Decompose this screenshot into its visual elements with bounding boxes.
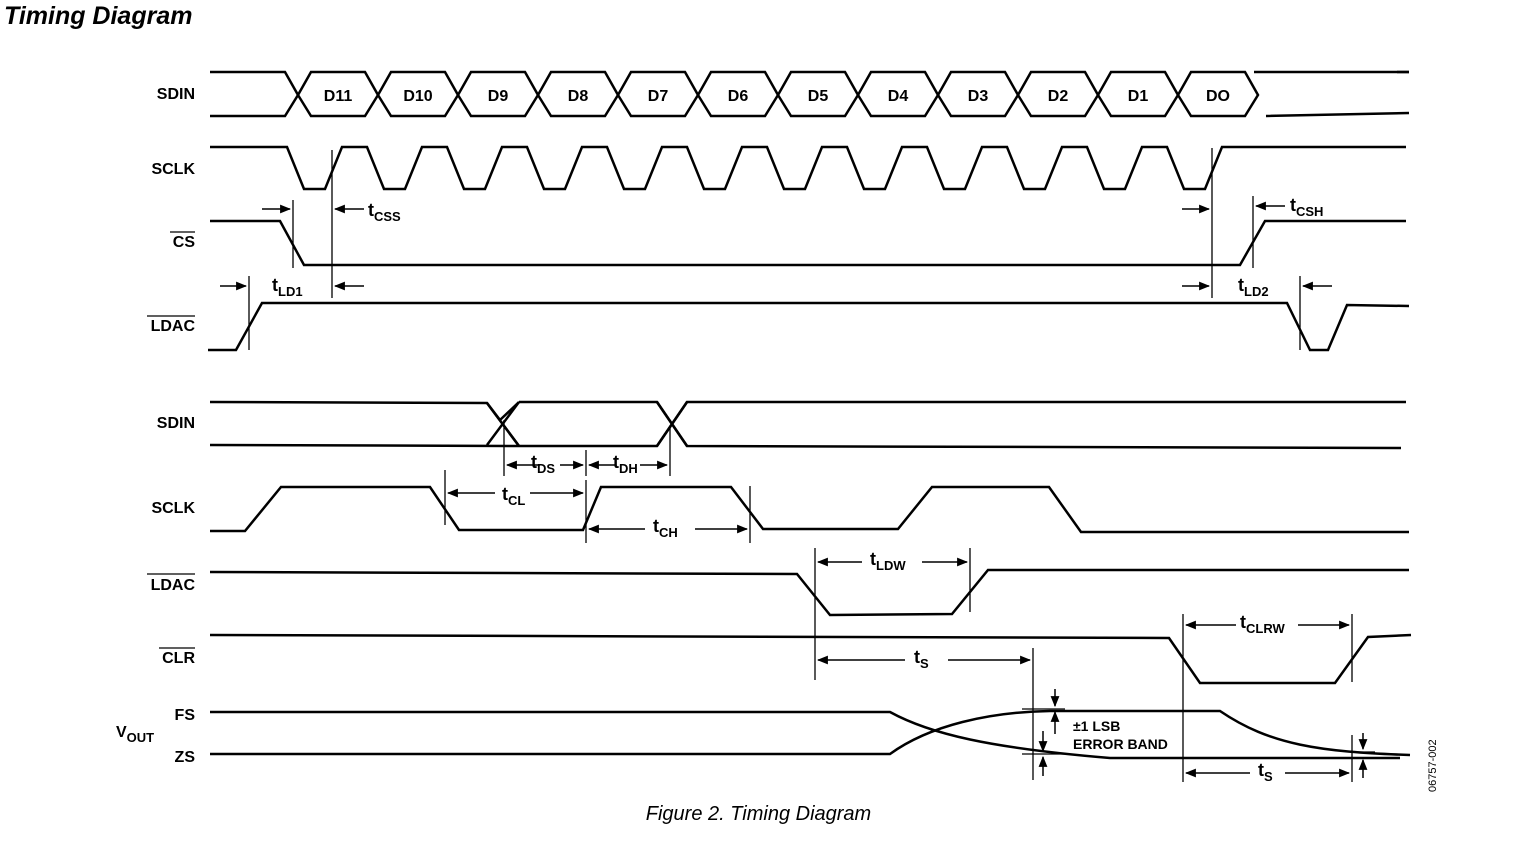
- label-tld1: tLD1: [272, 275, 303, 299]
- label-tld2: tLD2: [1238, 275, 1269, 299]
- label-ts-1: tS: [914, 647, 929, 671]
- vout-zs-waveform: [210, 709, 1411, 757]
- figure-code: 06757-002: [1427, 739, 1439, 792]
- sdin-bit-label: D6: [728, 88, 749, 105]
- figure-caption: Figure 2. Timing Diagram: [645, 803, 872, 825]
- label-ldac-bottom: LDAC: [151, 577, 196, 594]
- label-ts-2: tS: [1258, 760, 1273, 784]
- label-sclk-top: SCLK: [151, 161, 195, 178]
- label-fs: FS: [175, 707, 196, 724]
- label-tclrw: tCLRW: [1240, 612, 1285, 636]
- sclk-top-waveform: [210, 145, 1406, 191]
- sdin-bit-label: D3: [968, 88, 989, 105]
- label-tcss: tCSS: [368, 200, 401, 224]
- label-sdin-bottom: SDIN: [157, 415, 195, 432]
- sdin-bit-label: D11: [324, 88, 353, 105]
- sdin-bit-label: D10: [403, 88, 432, 105]
- sclk-bottom-waveform: [210, 485, 1409, 534]
- sdin-bit-label: D7: [648, 88, 669, 105]
- error-band-line2: ERROR BAND: [1073, 736, 1168, 752]
- sdin-bit-label: D5: [808, 88, 829, 105]
- sdin-bit-cells: D11 D10 D9 D8 D7 D6 D5 D4 D3 D2 D1 DO: [296, 70, 1260, 118]
- label-tcl: tCL: [502, 484, 525, 508]
- sdin-bit-label: D8: [568, 88, 589, 105]
- sdin-bit-label: D4: [888, 88, 909, 105]
- sdin-bit-label: D2: [1048, 88, 1069, 105]
- label-sclk-bottom: SCLK: [151, 500, 195, 517]
- label-tch: tCH: [653, 516, 678, 540]
- cs-waveform: [210, 219, 1406, 267]
- ldac-bottom-waveform: [209, 568, 1409, 617]
- sdin-bit-cell: [1176, 70, 1260, 118]
- ldac-top-waveform: [208, 301, 1410, 352]
- label-tdh: tDH: [613, 452, 638, 476]
- vout-fs-waveform: [210, 710, 1400, 760]
- label-clr: CLR: [162, 650, 195, 667]
- label-cs: CS: [173, 234, 196, 251]
- sdin-bit-label: DO: [1206, 88, 1230, 105]
- label-tcsh: tCSH: [1290, 195, 1323, 219]
- clr-waveform: [209, 633, 1412, 685]
- error-band-line1: ±1 LSB: [1073, 718, 1120, 734]
- sdin-bit-label: D9: [488, 88, 509, 105]
- sdin-bit-label: D1: [1128, 88, 1149, 105]
- label-tds: tDS: [531, 452, 555, 476]
- label-zs: ZS: [175, 749, 196, 766]
- sdin-bottom-waveform: [209, 400, 1406, 450]
- label-vout: VOUT: [116, 724, 154, 745]
- label-tldw: tLDW: [870, 549, 906, 573]
- label-sdin-top: SDIN: [157, 86, 195, 103]
- label-ldac-top: LDAC: [151, 318, 196, 335]
- diagram-title: Timing Diagram: [4, 2, 193, 30]
